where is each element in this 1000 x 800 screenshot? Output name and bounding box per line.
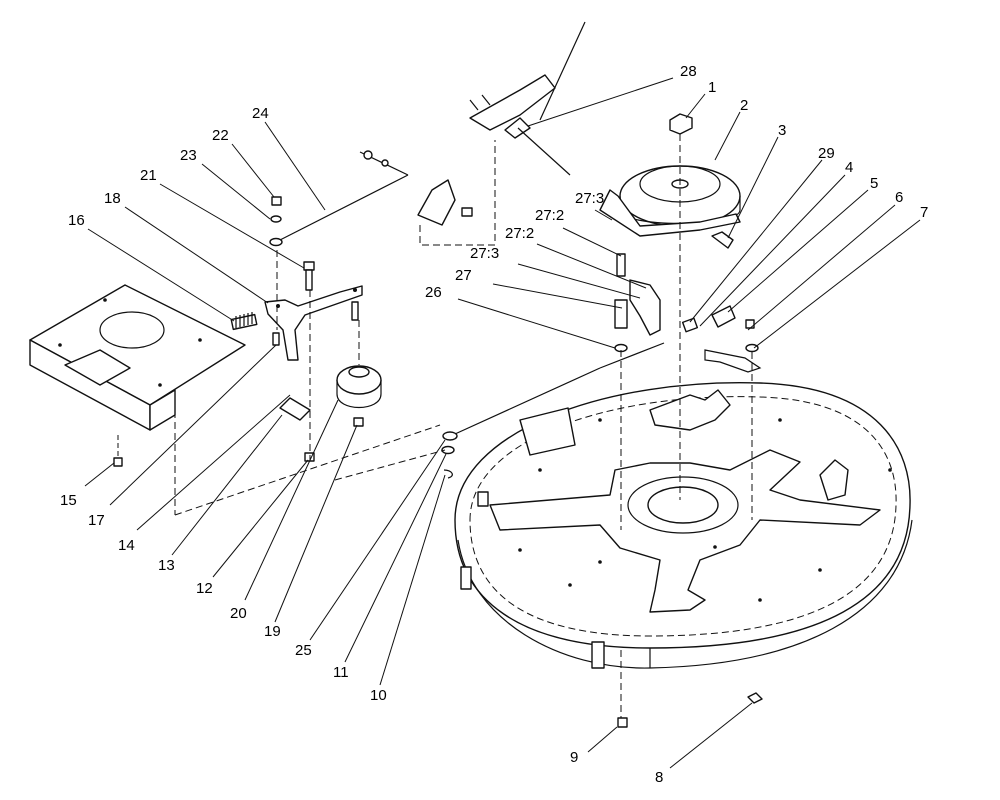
spring-16 xyxy=(230,312,258,331)
idler-arm-18 xyxy=(264,285,363,361)
callout-1: 1 xyxy=(708,79,716,96)
callout-14: 14 xyxy=(118,537,135,554)
callout-4: 4 xyxy=(845,159,853,176)
nut-20 xyxy=(353,417,364,427)
bracket-13 xyxy=(279,397,311,421)
callout-19: 19 xyxy=(264,623,281,640)
nut-22 xyxy=(271,196,282,206)
callout-29: 27:3 xyxy=(575,190,604,207)
callout-5: 5 xyxy=(870,175,878,192)
callout-3: 3 xyxy=(778,122,786,139)
washer-11 xyxy=(441,445,455,455)
spindle-hub xyxy=(647,486,719,524)
nut-9 xyxy=(617,717,628,728)
callout-28: 27:2 xyxy=(535,207,564,224)
washer-23 xyxy=(270,215,282,223)
callout-12: 12 xyxy=(196,580,213,597)
callout-7: 7 xyxy=(920,204,928,221)
callout-18: 18 xyxy=(104,190,121,207)
callout-6: 6 xyxy=(895,189,903,206)
callout-20: 20 xyxy=(230,605,247,622)
callout-30: 28 xyxy=(680,63,697,80)
pivot-bracket-27 xyxy=(614,253,661,353)
deck-mounting-bracket xyxy=(29,284,246,431)
callout-15: 15 xyxy=(60,492,77,509)
washer-25 xyxy=(442,431,458,441)
rod-24 xyxy=(279,151,409,241)
callout-23: 23 xyxy=(180,147,197,164)
callout-25: 25 xyxy=(295,642,312,659)
deck-post xyxy=(477,491,489,507)
callout-10: 10 xyxy=(370,687,387,704)
spindle-mount-plate xyxy=(489,449,881,613)
callout-27: 27 xyxy=(455,267,472,284)
callout-13: 13 xyxy=(158,557,175,574)
callout-11: 11 xyxy=(333,664,349,681)
cotter-10 xyxy=(443,469,453,479)
callout-21: 21 xyxy=(140,167,157,184)
bolt-15 xyxy=(113,435,123,467)
belt-guard-29 xyxy=(599,189,741,237)
callout-26: 26 xyxy=(425,284,442,301)
mower-deck xyxy=(454,381,913,669)
deck-hinge-bracket xyxy=(819,459,849,501)
idler-pulley-19 xyxy=(336,365,382,408)
bolt-21 xyxy=(303,261,315,291)
washer-8 xyxy=(747,692,763,704)
discharge-chute xyxy=(519,407,576,456)
callout-labels: 1 2 3 29 4 5 6 7 28 27:3 27:2 27:2 27:3 … xyxy=(60,63,928,786)
callout-27-3: 27:3 xyxy=(470,245,499,262)
callout-22: 22 xyxy=(212,127,229,144)
callout-31: 29 xyxy=(818,145,835,162)
callout-9: 9 xyxy=(570,749,578,766)
callout-24: 24 xyxy=(252,105,269,122)
callout-2: 2 xyxy=(740,97,748,114)
lever-bracket xyxy=(363,140,496,246)
spindle-nut-1 xyxy=(669,113,693,135)
callout-27-2: 27:2 xyxy=(505,225,534,242)
lift-handle-30 xyxy=(469,21,586,176)
callout-leaders xyxy=(84,77,921,769)
callout-16: 16 xyxy=(68,212,85,229)
bolt-17 xyxy=(272,332,280,346)
belt-keeper-3 xyxy=(711,231,734,249)
callout-17: 17 xyxy=(88,512,105,529)
alignment-lines xyxy=(174,134,753,718)
callout-8: 8 xyxy=(655,769,663,786)
washer-top-24 xyxy=(269,237,283,247)
